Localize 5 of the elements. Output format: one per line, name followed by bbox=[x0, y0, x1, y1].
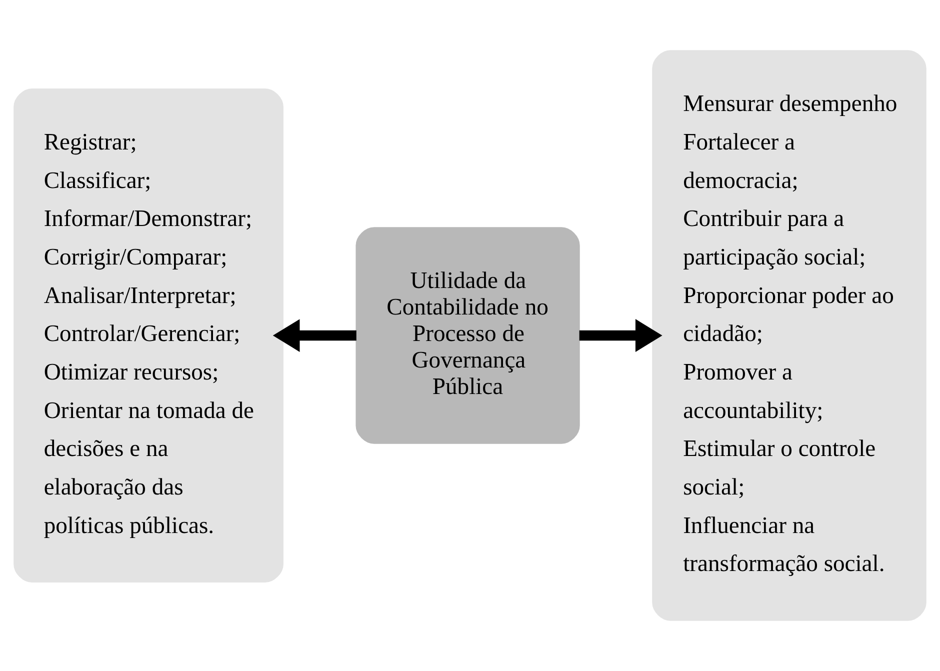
arrow bbox=[272, 319, 356, 352]
node-box: Utilidade da Contabilidade no Processo de Governança Pública bbox=[356, 227, 580, 444]
node-box: Registrar; Classificar; Informar/Demonstrar; Corrigir/Comparar; Analisar/Interpretar; Controlar/Gerenciar; Otimizar recursos; Orientar na tomada de decisões e na elaboração das políticas públicas. bbox=[14, 88, 284, 582]
node-box: Mensurar desempenho Fortalecer a democracia; Contribuir para a participação social; Proporcionar poder ao cidadão; Promover a accountability; Estimular o controle social; Influenciar na transformação social. bbox=[652, 50, 926, 621]
arrow bbox=[579, 319, 662, 352]
